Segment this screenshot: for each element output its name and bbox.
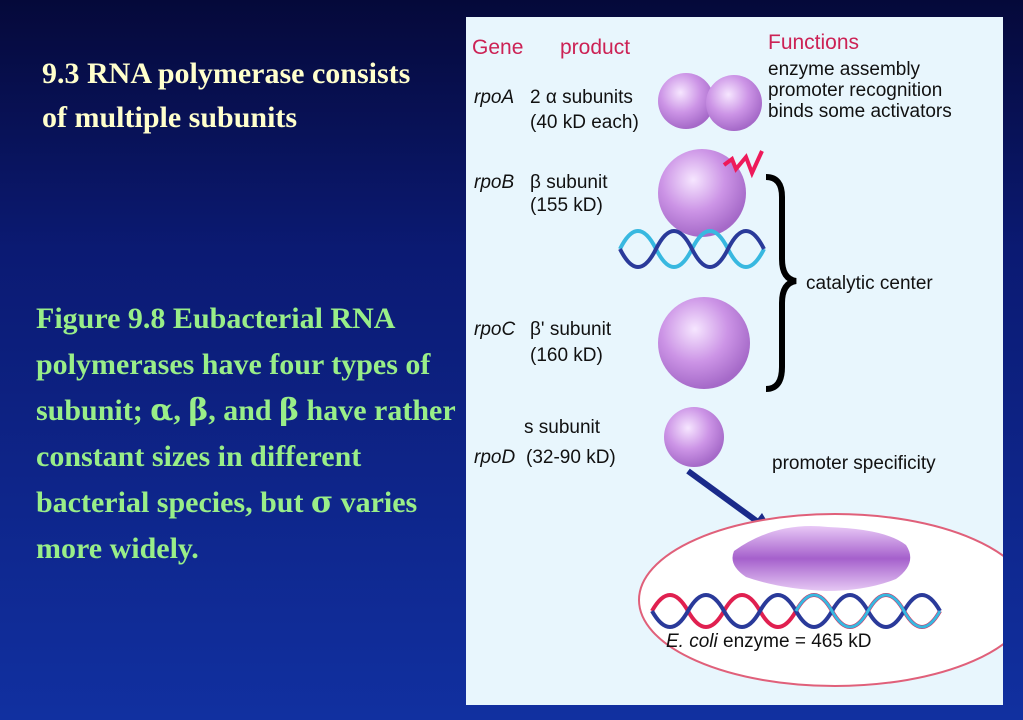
assembly-arrow-shaft bbox=[686, 468, 764, 528]
gene-header: Gene bbox=[472, 36, 523, 59]
sigma-subunit bbox=[664, 407, 724, 467]
holoenzyme-blob bbox=[732, 526, 911, 591]
dna-strand-cyan bbox=[794, 593, 942, 629]
beta-product-name: β subunit bbox=[530, 172, 608, 193]
beta-product-size: (155 kD) bbox=[530, 195, 603, 216]
activator-icon bbox=[722, 150, 764, 179]
functions-header: Functions bbox=[768, 31, 859, 54]
slide-title: 9.3 RNA polymerase consists of multiple … bbox=[42, 57, 411, 134]
catalytic-brace bbox=[765, 174, 797, 392]
beta-prime-symbol: β bbox=[279, 393, 300, 428]
beta-prime-product-size: (160 kD) bbox=[530, 345, 603, 366]
promoter-specificity-label: promoter specificity bbox=[772, 453, 936, 474]
holoenzyme-label: E. coli enzyme = 465 kD bbox=[666, 631, 871, 652]
caption-text-1: Figure 9.8 Eubacterial RNA polymerases h… bbox=[36, 302, 431, 427]
enzyme-size-label: enzyme = 465 kD bbox=[718, 631, 872, 652]
caption-text-3: , and bbox=[208, 394, 280, 427]
sigma-product-size: (32-90 kD) bbox=[526, 447, 616, 468]
function-enzyme-assembly: enzyme assembly bbox=[768, 59, 921, 80]
rpod-gene: rpoD bbox=[474, 447, 515, 468]
holoenzyme-ellipse bbox=[638, 513, 1003, 687]
figure-panel: Gene product Functions enzyme assembly p… bbox=[466, 17, 1003, 705]
ecoli-label: E. coli bbox=[666, 631, 719, 652]
alpha-product-size: (40 kD each) bbox=[530, 112, 639, 133]
rpob-gene: rpoB bbox=[474, 172, 514, 193]
figure-caption: Figure 9.8 Eubacterial RNA polymerases h… bbox=[36, 296, 456, 572]
beta-subunit bbox=[658, 149, 746, 237]
alpha-product-name: 2 α subunits bbox=[530, 87, 633, 108]
caption-text-4: have rather constant sizes in different … bbox=[36, 394, 456, 519]
rna-polymerase-diagram: Gene product Functions enzyme assembly p… bbox=[472, 31, 1003, 687]
alpha-symbol: α bbox=[150, 393, 174, 428]
function-binds-activators: binds some activators bbox=[768, 101, 952, 122]
sigma-symbol: σ bbox=[310, 485, 334, 520]
caption-text-5: varies more widely. bbox=[36, 486, 418, 565]
caption-text-2: , bbox=[173, 394, 189, 427]
sigma-product-name: s subunit bbox=[524, 417, 601, 438]
beta-prime-product-name: β' subunit bbox=[530, 319, 612, 340]
product-header: product bbox=[560, 36, 630, 59]
function-promoter-recognition: promoter recognition bbox=[768, 80, 942, 101]
beta-prime-subunit bbox=[658, 297, 750, 389]
catalytic-center-label: catalytic center bbox=[806, 273, 933, 294]
rpoa-gene: rpoA bbox=[474, 87, 514, 108]
rpoc-gene: rpoC bbox=[474, 319, 515, 340]
alpha-subunit-2 bbox=[706, 75, 762, 131]
beta-symbol: β bbox=[188, 393, 209, 428]
dna-strand-dark bbox=[618, 229, 766, 269]
alpha-subunit-1 bbox=[658, 73, 714, 129]
